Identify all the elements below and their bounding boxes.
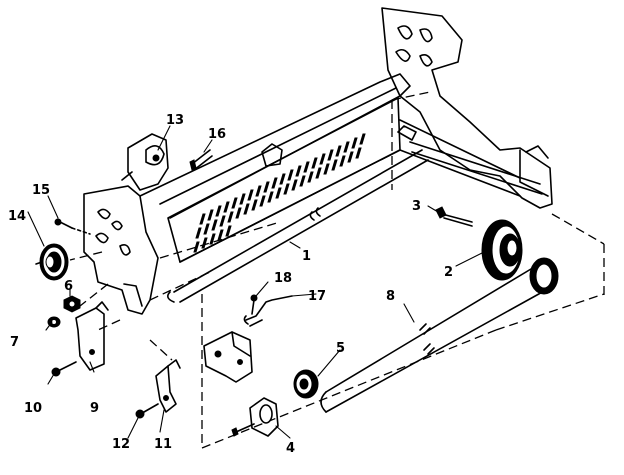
callout-7: 7	[10, 335, 19, 350]
screw-part-3	[435, 206, 473, 227]
callout-5: 5	[336, 341, 345, 356]
callout-14: 14	[8, 209, 26, 224]
callout-9: 9	[90, 401, 99, 416]
callout-17: 17	[308, 289, 326, 304]
callout-8: 8	[386, 289, 395, 304]
bracket-part-13	[121, 133, 169, 191]
callout-4: 4	[286, 441, 295, 456]
screw-part-15	[54, 218, 91, 235]
shaft-assembly	[166, 141, 543, 303]
callout-3: 3	[412, 199, 421, 214]
tensioner-part-4	[231, 397, 279, 437]
pin-part-16	[189, 149, 213, 171]
callout-10: 10	[24, 401, 42, 416]
bracket-part-9	[75, 301, 109, 371]
callout-18: 18	[274, 271, 292, 286]
callout-15: 15	[32, 183, 50, 198]
clip-part-11	[155, 359, 181, 413]
washer-part-7	[47, 316, 61, 328]
drive-belt-part-8	[320, 257, 559, 413]
callout-11: 11	[154, 437, 172, 452]
lower-bracket	[203, 331, 253, 383]
leader-lines	[27, 125, 489, 439]
callout-16: 16	[208, 127, 226, 142]
small-pulley-part-5	[293, 369, 319, 399]
callout-12: 12	[112, 437, 130, 452]
gear-part-14	[35, 243, 69, 281]
callout-13: 13	[166, 113, 184, 128]
explode-guide-lines	[69, 91, 605, 449]
screw-part-10	[51, 361, 77, 377]
callout-2: 2	[444, 265, 453, 280]
nut-part-6	[63, 295, 81, 313]
vent-slots	[193, 133, 366, 253]
callout-6: 6	[64, 279, 73, 294]
pulley-gear-part-2	[481, 219, 523, 281]
screw-part-12	[135, 403, 159, 419]
carriage-frame	[83, 7, 553, 315]
screw-part-18	[250, 294, 258, 315]
callout-labels: 13 16 15 14 1 3 2 18 17 8 6 7 5 10 9 12 …	[8, 113, 453, 456]
callout-1: 1	[302, 249, 311, 264]
spring-part-17	[243, 295, 293, 327]
